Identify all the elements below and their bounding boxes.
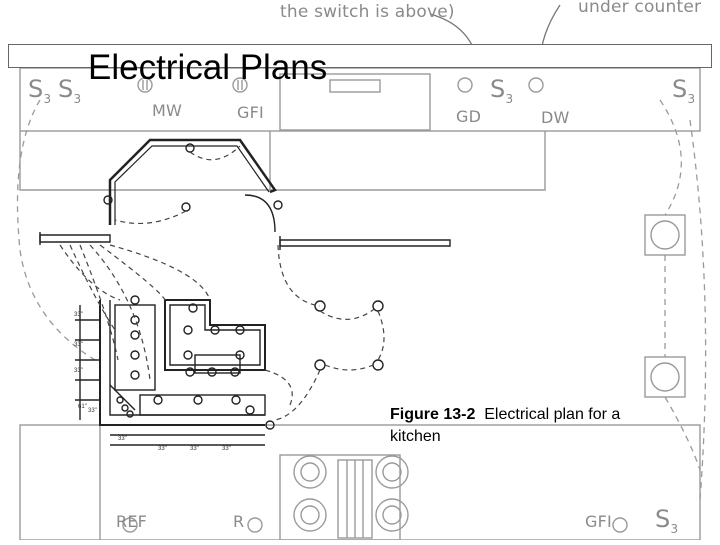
label-range: R	[233, 512, 245, 531]
background-walls	[19, 67, 701, 541]
kitchen-wiring	[59, 145, 385, 421]
dimension-label: 33"	[88, 408, 97, 414]
dimension-label: 33"	[118, 436, 127, 442]
switch-symbol-1: S3	[28, 75, 52, 106]
page-title: Electrical Plans	[88, 48, 328, 87]
switch-symbol-4: S3	[672, 75, 696, 106]
label-gfi-top: GFI	[237, 103, 264, 122]
label-refrigerator: REF	[116, 512, 148, 531]
dimension-label: 33"	[190, 446, 199, 452]
dimension-label: 33"	[74, 312, 83, 318]
dimension-label: 33"	[222, 446, 231, 452]
dimension-label: 33"	[74, 368, 83, 374]
title-bar	[8, 44, 712, 68]
label-garbage-disposal: GD	[456, 107, 482, 126]
kitchen-floor-plan	[39, 138, 451, 446]
switch-symbol-2: S3	[58, 75, 82, 106]
label-microwave: MW	[152, 101, 183, 120]
figure-label: Figure 13-2	[390, 406, 476, 423]
switch-note: the switch is above)	[280, 2, 455, 22]
label-dishwasher: DW	[541, 108, 570, 127]
label-gfi-bottom: GFI	[585, 512, 612, 531]
under-counter-note: under counter	[578, 0, 702, 17]
switch-symbol-5: S3	[655, 505, 679, 536]
dimension-label: 61"	[78, 404, 87, 410]
dimension-label: 33"	[74, 342, 83, 348]
figure-caption-text: Electrical plan for a kitchen	[390, 406, 621, 445]
background-wiring	[16, 99, 707, 501]
figure-caption: Figure 13-2 Electrical plan for a kitche…	[390, 404, 630, 448]
dimension-label: 33"	[158, 446, 167, 452]
switch-symbol-3: S3	[490, 75, 514, 106]
